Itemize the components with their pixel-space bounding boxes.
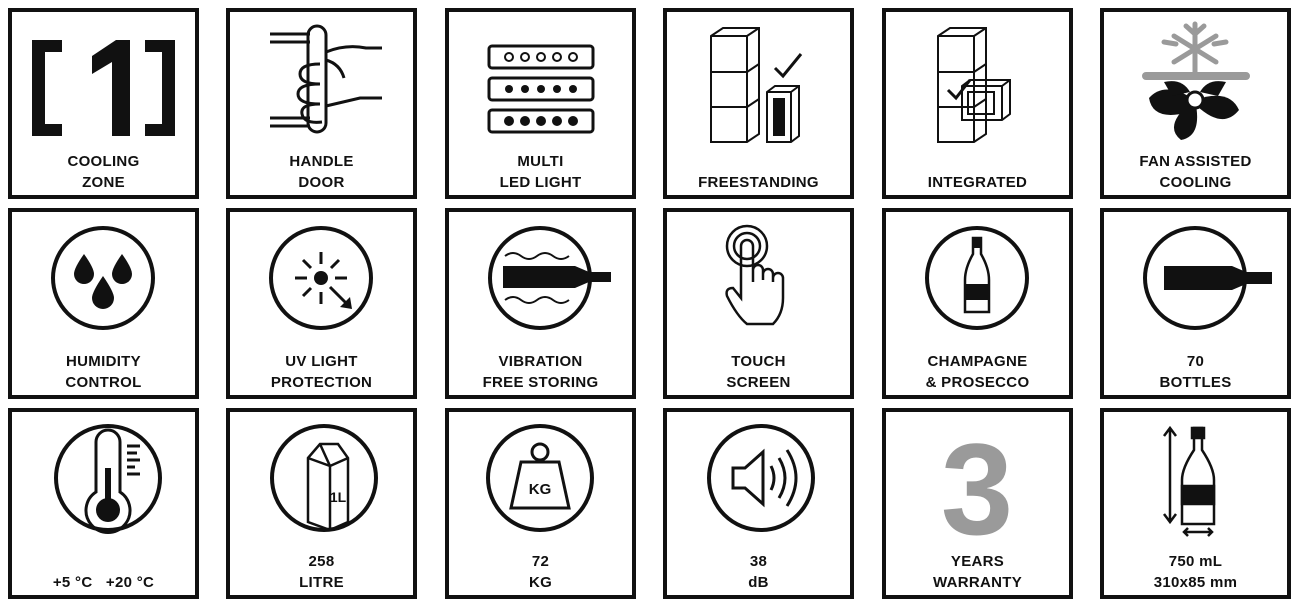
feature-tile-temperature: +5 °C +20 °C	[8, 408, 199, 599]
feature-label-line2: WARRANTY	[932, 574, 1023, 591]
champagne-bottle-icon	[925, 226, 1029, 330]
feature-tile-vibration-free: VIBRATION FREE STORING	[445, 208, 636, 399]
feature-label-line2: FREE STORING	[482, 374, 599, 391]
feature-tile-humidity: HUMIDITY CONTROL	[8, 208, 199, 399]
feature-tile-integrated: INTEGRATED	[882, 8, 1073, 199]
vibration-bottle-icon	[488, 226, 611, 330]
feature-label-line1: 72	[531, 553, 550, 570]
feature-label-line1: CHAMPAGNE	[927, 353, 1028, 370]
carton-label: 1L	[330, 489, 347, 505]
feature-label-line2: BOTTLES	[1159, 374, 1232, 391]
warranty-years-number: 3	[941, 416, 1013, 562]
feature-label-line2: SCREEN	[726, 374, 791, 391]
milk-carton-icon: 1L	[270, 424, 378, 532]
feature-tile-bottles: 70 BOTTLES	[1100, 208, 1291, 399]
warranty-number-icon: 3	[941, 416, 1013, 562]
feature-tile-cooling-zone: COOLING ZONE	[8, 8, 199, 199]
feature-label-line1: MULTI	[517, 153, 564, 170]
feature-label-line1: FAN ASSISTED	[1139, 153, 1252, 170]
feature-label-line2: COOLING	[1159, 174, 1232, 191]
weight-label: KG	[529, 481, 552, 498]
feature-label-line1: VIBRATION	[498, 353, 583, 370]
speaker-icon	[707, 424, 815, 532]
feature-label-line2: KG	[528, 574, 553, 591]
feature-label-line1: HANDLE	[289, 153, 354, 170]
feature-label-line2: INTEGRATED	[927, 174, 1028, 191]
feature-tile-noise: 38 dB	[663, 408, 854, 599]
feature-label-line1: 38	[749, 553, 768, 570]
feature-label-line2: 310x85 mm	[1153, 574, 1238, 591]
feature-label-line2: dB	[748, 574, 769, 591]
feature-label-line2: LITRE	[299, 574, 344, 591]
touch-hand-icon	[725, 224, 785, 326]
feature-label-line1: YEARS	[950, 553, 1005, 570]
feature-tile-capacity: 1L 258 LITRE	[226, 408, 417, 599]
bottle-size-icon	[1163, 425, 1216, 537]
feature-label-line2: DOOR	[298, 174, 345, 191]
feature-tile-champagne: CHAMPAGNE & PROSECCO	[882, 208, 1073, 399]
fan-snowflake-icon	[1142, 21, 1250, 140]
freestanding-icon	[710, 27, 803, 143]
thermometer-icon	[54, 424, 162, 534]
feature-label-line1: 70	[1186, 353, 1205, 370]
feature-tile-touch-screen: TOUCH SCREEN	[663, 208, 854, 399]
feature-label-line1: 258	[308, 553, 335, 570]
feature-tile-warranty: 3 YEARS WARRANTY	[882, 408, 1073, 599]
weight-icon: KG	[486, 424, 594, 532]
feature-tile-handle-door: HANDLE DOOR	[226, 8, 417, 199]
cooling-zone-icon	[32, 40, 175, 136]
feature-label-line1: COOLING	[67, 153, 140, 170]
integrated-icon	[937, 27, 1011, 143]
led-light-icon	[487, 44, 595, 134]
feature-tile-uv-protection: UV LIGHT PROTECTION	[226, 208, 417, 399]
bottle-icon	[1143, 226, 1272, 330]
feature-label-line2: LED LIGHT	[499, 174, 582, 191]
feature-label-line2: CONTROL	[65, 374, 142, 391]
feature-tile-led-light: MULTI LED LIGHT	[445, 8, 636, 199]
feature-label-line2: ZONE	[82, 174, 125, 191]
feature-tile-bottle-size: 750 mL 310x85 mm	[1100, 408, 1291, 599]
feature-label-line2: +5 °C +20 °C	[52, 574, 155, 591]
feature-tile-weight: KG 72 KG	[445, 408, 636, 599]
feature-label-line1: 750 mL	[1168, 553, 1223, 570]
feature-label-line2: & PROSECCO	[925, 374, 1030, 391]
feature-label-line2: PROTECTION	[270, 374, 373, 391]
humidity-drops-icon	[51, 226, 155, 330]
handle-door-icon	[270, 24, 382, 134]
feature-tile-freestanding: FREESTANDING	[663, 8, 854, 199]
feature-label-line1: HUMIDITY	[66, 353, 141, 370]
feature-label-line1: TOUCH	[731, 353, 786, 370]
feature-tile-fan-cooling: FAN ASSISTED COOLING	[1100, 8, 1291, 199]
feature-label-line2: FREESTANDING	[698, 174, 819, 191]
uv-sun-icon	[269, 226, 373, 330]
feature-label-line1: UV LIGHT	[285, 353, 358, 370]
